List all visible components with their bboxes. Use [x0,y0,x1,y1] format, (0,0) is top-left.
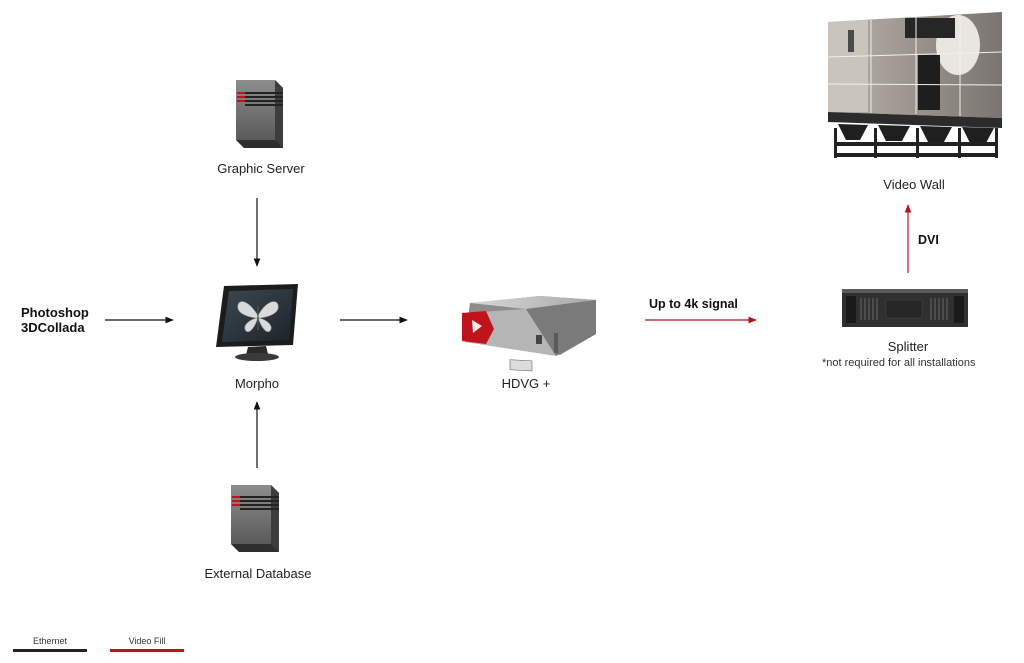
legend-video-fill-swatch [110,649,184,652]
morpho-label: Morpho [234,376,280,391]
morpho-monitor-icon [216,284,298,361]
graphic-server-label: Graphic Server [217,161,305,176]
splitter-label: Splitter [887,339,929,354]
signal-edge-label: Up to 4k signal [649,297,738,311]
source-label-line2: 3DCollada [21,320,85,335]
hdvg-label: HDVG + [501,376,551,391]
graphic-server-icon [236,80,283,148]
external-database-icon [231,485,279,552]
splitter-note: *not required for all installations [822,357,976,369]
legend-video-fill-label: Video Fill [128,636,166,646]
hdvg-device-icon [462,296,596,372]
source-label: Photoshop 3DCollada [21,305,89,335]
source-label-line1: Photoshop [21,305,89,320]
dvi-edge-label: DVI [918,233,939,247]
splitter-icon [842,289,968,327]
legend-ethernet-swatch [13,649,87,652]
video-wall-icon [827,12,1003,158]
legend-ethernet-label: Ethernet [32,636,68,646]
external-database-label: External Database [204,566,312,581]
video-wall-label: Video Wall [883,177,945,192]
